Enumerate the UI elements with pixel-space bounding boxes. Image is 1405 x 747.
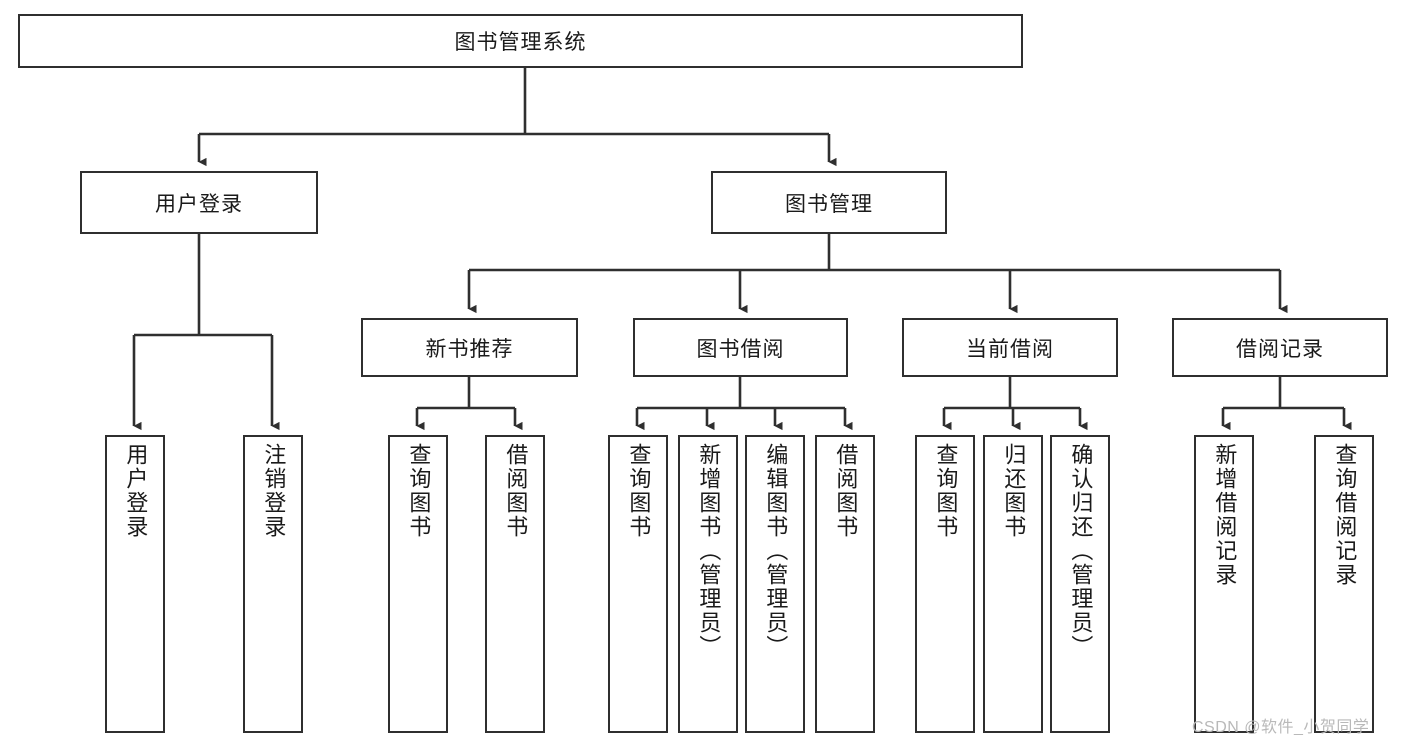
node-leaf-query-record[interactable]: 查询借阅记录 xyxy=(1314,435,1374,733)
node-leaf-borrow-book[interactable]: 借阅图书 xyxy=(815,435,875,733)
leaf-label: 编辑图书（管理员） xyxy=(763,443,789,659)
node-book-borrow[interactable]: 图书借阅 xyxy=(633,318,848,377)
node-new-book-recommend[interactable]: 新书推荐 xyxy=(361,318,578,377)
node-user-login[interactable]: 用户登录 xyxy=(80,171,318,234)
node-leaf-add-record[interactable]: 新增借阅记录 xyxy=(1194,435,1254,733)
leaf-label: 查询图书 xyxy=(626,443,652,539)
leaf-label: 查询图书 xyxy=(406,443,432,539)
node-leaf-query-book-current[interactable]: 查询图书 xyxy=(915,435,975,733)
node-borrow-record[interactable]: 借阅记录 xyxy=(1172,318,1388,377)
node-current-borrow[interactable]: 当前借阅 xyxy=(902,318,1118,377)
node-leaf-borrow-book-recommend[interactable]: 借阅图书 xyxy=(485,435,545,733)
leaf-label: 新增借阅记录 xyxy=(1212,443,1238,587)
node-leaf-add-book[interactable]: 新增图书（管理员） xyxy=(678,435,738,733)
leaf-label: 用户登录 xyxy=(123,443,149,539)
node-leaf-confirm-return[interactable]: 确认归还（管理员） xyxy=(1050,435,1110,733)
node-root-system[interactable]: 图书管理系统 xyxy=(18,14,1023,68)
leaf-label: 查询借阅记录 xyxy=(1332,443,1358,587)
leaf-label: 确认归还（管理员） xyxy=(1068,443,1094,659)
node-leaf-logout[interactable]: 注销登录 xyxy=(243,435,303,733)
node-leaf-query-book-borrow[interactable]: 查询图书 xyxy=(608,435,668,733)
node-leaf-return-book[interactable]: 归还图书 xyxy=(983,435,1043,733)
leaf-label: 归还图书 xyxy=(1001,443,1027,539)
leaf-label: 借阅图书 xyxy=(503,443,529,539)
leaf-label: 借阅图书 xyxy=(833,443,859,539)
node-leaf-query-book-recommend[interactable]: 查询图书 xyxy=(388,435,448,733)
node-leaf-edit-book[interactable]: 编辑图书（管理员） xyxy=(745,435,805,733)
leaf-label: 注销登录 xyxy=(261,443,287,539)
watermark: CSDN @软件_小贺同学 xyxy=(1192,719,1370,736)
leaf-label: 新增图书（管理员） xyxy=(696,443,722,659)
node-book-manage[interactable]: 图书管理 xyxy=(711,171,947,234)
leaf-label: 查询图书 xyxy=(933,443,959,539)
node-leaf-user-login[interactable]: 用户登录 xyxy=(105,435,165,733)
